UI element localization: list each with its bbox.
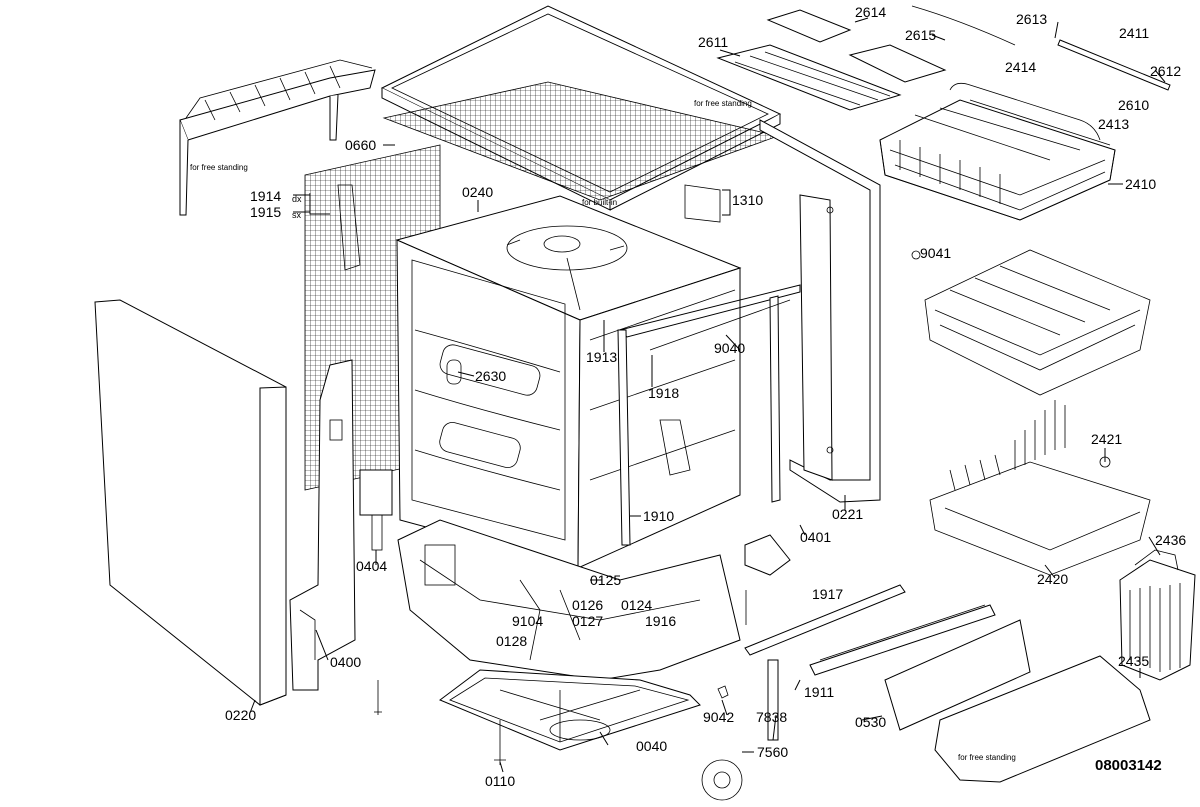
upper-basket [879, 82, 1116, 221]
part-label-0660: 0660 [345, 137, 376, 153]
suffix-sx: sx [292, 210, 302, 220]
part-label-7838: 7838 [756, 709, 787, 725]
lower-basket [929, 400, 1151, 576]
cutlery-basket [1119, 549, 1196, 681]
part-label-2420: 2420 [1037, 571, 1068, 587]
left-side-bracket [289, 359, 356, 691]
part-label-2630: 2630 [475, 368, 506, 384]
part-label-0530: 0530 [855, 714, 886, 730]
basket-rail [1057, 39, 1171, 91]
part-label-0400: 0400 [330, 654, 361, 670]
part-label-0220: 0220 [225, 707, 256, 723]
part-label-9104: 9104 [512, 613, 543, 629]
part-label-0240: 0240 [462, 184, 493, 200]
part-label-2611: 2611 [698, 34, 728, 50]
part-label-9041: 9041 [920, 245, 951, 261]
part-label-2436: 2436 [1155, 532, 1186, 548]
part-label-1917: 1917 [812, 586, 843, 602]
drawing-number: 08003142 [1095, 757, 1162, 774]
base-unit [397, 519, 741, 681]
part-labels: 0660 0240 1914 dx 1915 sx 1310 2611 2614… [225, 4, 1186, 789]
part-label-0126: 0126 [572, 597, 603, 613]
part-label-2414: 2414 [1005, 59, 1036, 75]
upper-rack-components [716, 5, 1016, 111]
part-label-9042: 9042 [703, 709, 734, 725]
door-seal-frame [617, 284, 801, 546]
part-label-0221: 0221 [832, 506, 863, 522]
part-label-0040: 0040 [636, 738, 667, 754]
part-label-2421: 2421 [1091, 431, 1122, 447]
tub [395, 195, 742, 569]
part-label-0404: 0404 [356, 558, 387, 574]
part-label-0128: 0128 [496, 633, 527, 649]
middle-basket [924, 249, 1151, 396]
part-label-2612: 2612 [1150, 63, 1181, 79]
part-label-1918: 1918 [648, 385, 679, 401]
part-label-1910: 1910 [643, 508, 674, 524]
part-label-7560: 7560 [757, 744, 788, 760]
part-label-2615: 2615 [905, 27, 936, 43]
part-label-1310: 1310 [732, 192, 763, 208]
part-label-0125: 0125 [590, 572, 621, 588]
note-free-standing-left: for free standing [190, 163, 248, 172]
door-panel [94, 299, 287, 706]
suffix-dx: dx [292, 194, 302, 204]
part-label-2435: 2435 [1118, 653, 1149, 669]
part-label-2411: 2411 [1119, 25, 1149, 41]
part-label-1913: 1913 [586, 349, 617, 365]
part-label-9040: 9040 [714, 340, 745, 356]
leader-lines [249, 17, 1166, 773]
part-label-0127: 0127 [572, 613, 603, 629]
part-label-2613: 2613 [1016, 11, 1047, 27]
part-label-2614: 2614 [855, 4, 886, 20]
door-rails-and-kickplate: for free standing [744, 584, 1151, 783]
part-label-0401: 0401 [800, 529, 831, 545]
part-label-1911: 1911 [804, 684, 834, 700]
right-side-panel [759, 119, 881, 503]
part-label-1916: 1916 [645, 613, 676, 629]
note-built-in: for built-in [582, 198, 617, 207]
note-free-standing-top: for free standing [694, 99, 752, 108]
top-rack-free-standing: for free standing [179, 59, 376, 216]
part-label-2413: 2413 [1098, 116, 1129, 132]
part-label-2410: 2410 [1125, 176, 1156, 192]
part-label-0124: 0124 [621, 597, 652, 613]
part-label-1914: 1914 [250, 188, 281, 204]
part-label-0110: 0110 [485, 773, 515, 789]
note-free-standing-bottom: for free standing [958, 753, 1016, 762]
small-components [337, 184, 1111, 801]
base-tray [439, 669, 701, 751]
part-label-2610: 2610 [1118, 97, 1149, 113]
part-label-1915: 1915 [250, 204, 281, 220]
